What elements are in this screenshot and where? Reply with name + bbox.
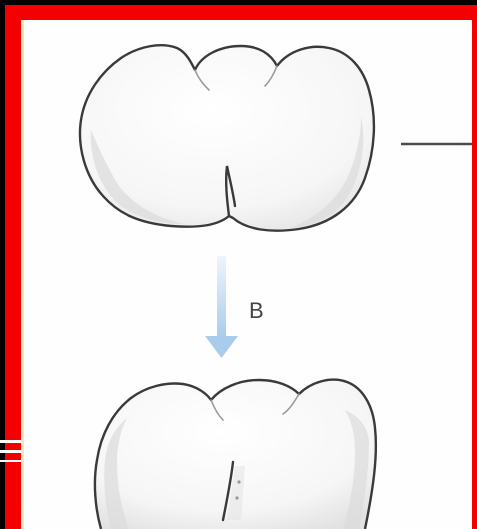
edge-mark-top xyxy=(0,440,21,443)
tooth-diagram: B xyxy=(21,20,472,529)
downward-arrow xyxy=(205,256,238,358)
illustration-panel: B xyxy=(21,20,472,529)
left-edge-marks xyxy=(0,440,21,470)
arrow-shaft xyxy=(217,256,226,338)
upper-tooth xyxy=(80,45,374,230)
arrow-label-b: B xyxy=(249,298,264,323)
lower-tooth xyxy=(95,380,376,529)
edge-mark-bottom xyxy=(0,460,21,462)
arrow-head xyxy=(205,336,238,358)
edge-mark-middle xyxy=(0,450,21,453)
